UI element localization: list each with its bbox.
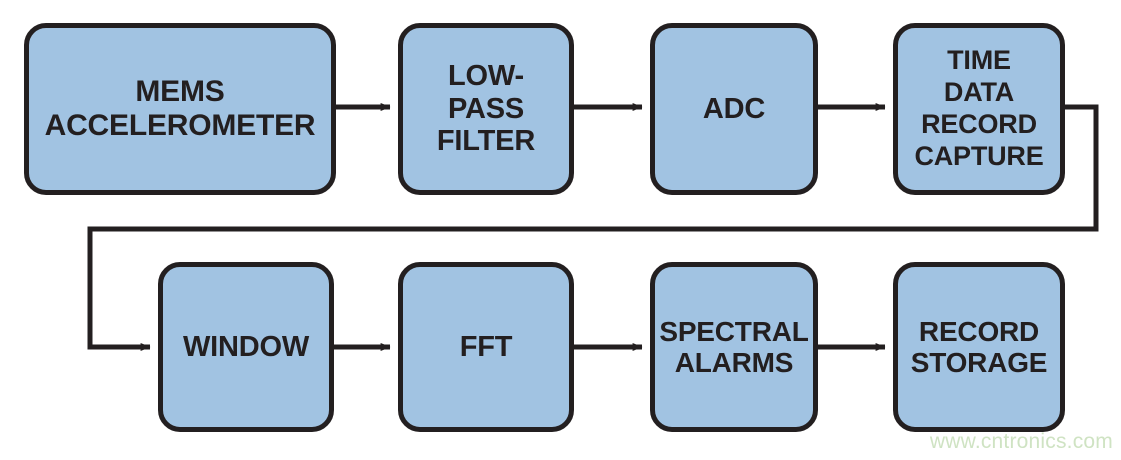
block-label: ADC [702,92,766,125]
connector-capture-to-window [87,104,1099,351]
watermark-url: www.cntronics.com [929,430,1113,453]
block-low-pass-filter: LOW- PASS FILTER [398,23,574,195]
block-spectral-alarms: SPECTRAL ALARMS [650,262,818,432]
block-adc: ADC [650,23,818,195]
block-window: WINDOW [158,262,334,432]
block-label: SPECTRAL ALARMS [659,315,809,378]
block-label: LOW- PASS FILTER [436,60,536,158]
block-label: FFT [459,330,513,363]
block-fft: FFT [398,262,574,432]
block-label: MEMS ACCELEROMETER [44,75,316,142]
block-mems-accelerometer: MEMS ACCELEROMETER [24,23,336,195]
block-time-data-record-capture: TIME DATA RECORD CAPTURE [893,23,1065,195]
block-record-storage: RECORD STORAGE [893,262,1065,432]
block-label: TIME DATA RECORD CAPTURE [914,45,1044,171]
block-label: RECORD STORAGE [910,315,1048,378]
block-label: WINDOW [182,330,310,363]
